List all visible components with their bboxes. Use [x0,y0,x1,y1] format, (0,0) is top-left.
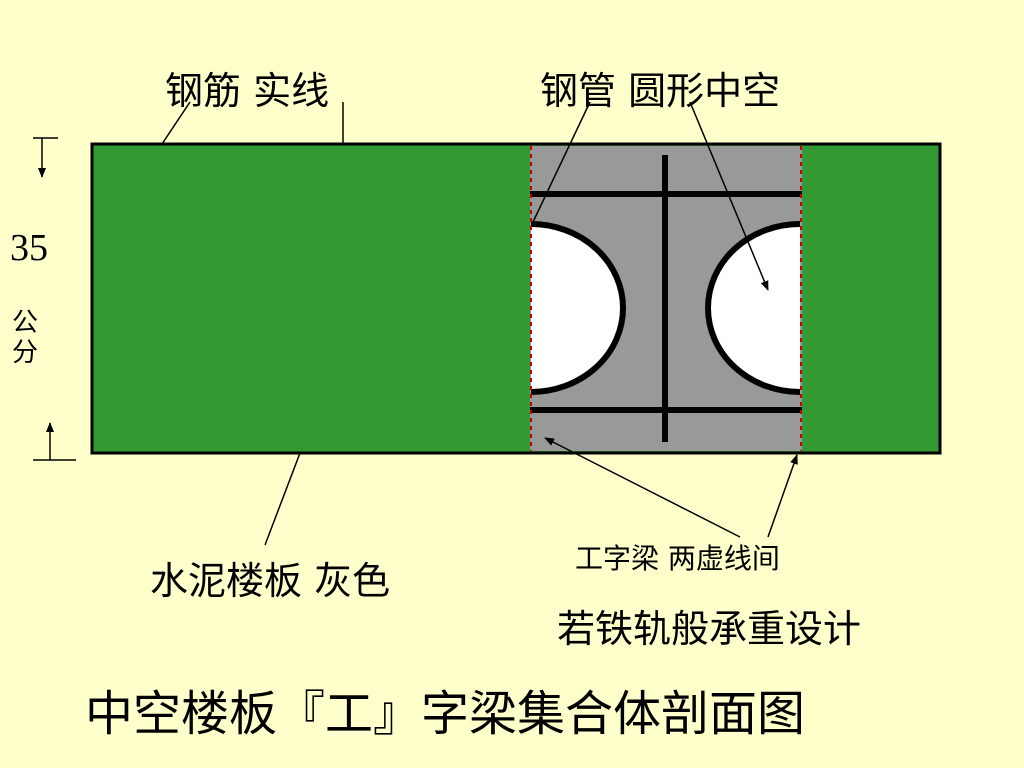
slab-body [90,142,942,455]
pipe-left-half [531,224,623,392]
rebar-label: 钢筋 实线 [165,69,330,113]
dimension-value: 35 [10,227,48,269]
leader-rebar-1 [161,101,191,145]
leader-beam-1 [544,437,741,538]
beam-label: 工字梁 两虚线间 [575,542,780,575]
pipe-right-half [708,224,800,392]
pipe-right-arc [705,221,801,395]
leader-slab [264,452,301,546]
pipe-label: 钢管 圆形中空 [540,69,781,113]
slide-title: 中空楼板『工』字梁集合体剖面图 [85,686,806,742]
leader-pipe-2 [689,101,769,291]
pipe-left-arc [530,221,626,395]
dimension-unit: 公分 [12,308,39,368]
leader-pipe-1 [532,101,591,223]
rail-design-label: 若铁轨般承重设计 [557,607,862,651]
slab-label: 水泥楼板 灰色 [150,559,391,603]
leader-beam-2 [767,454,798,538]
